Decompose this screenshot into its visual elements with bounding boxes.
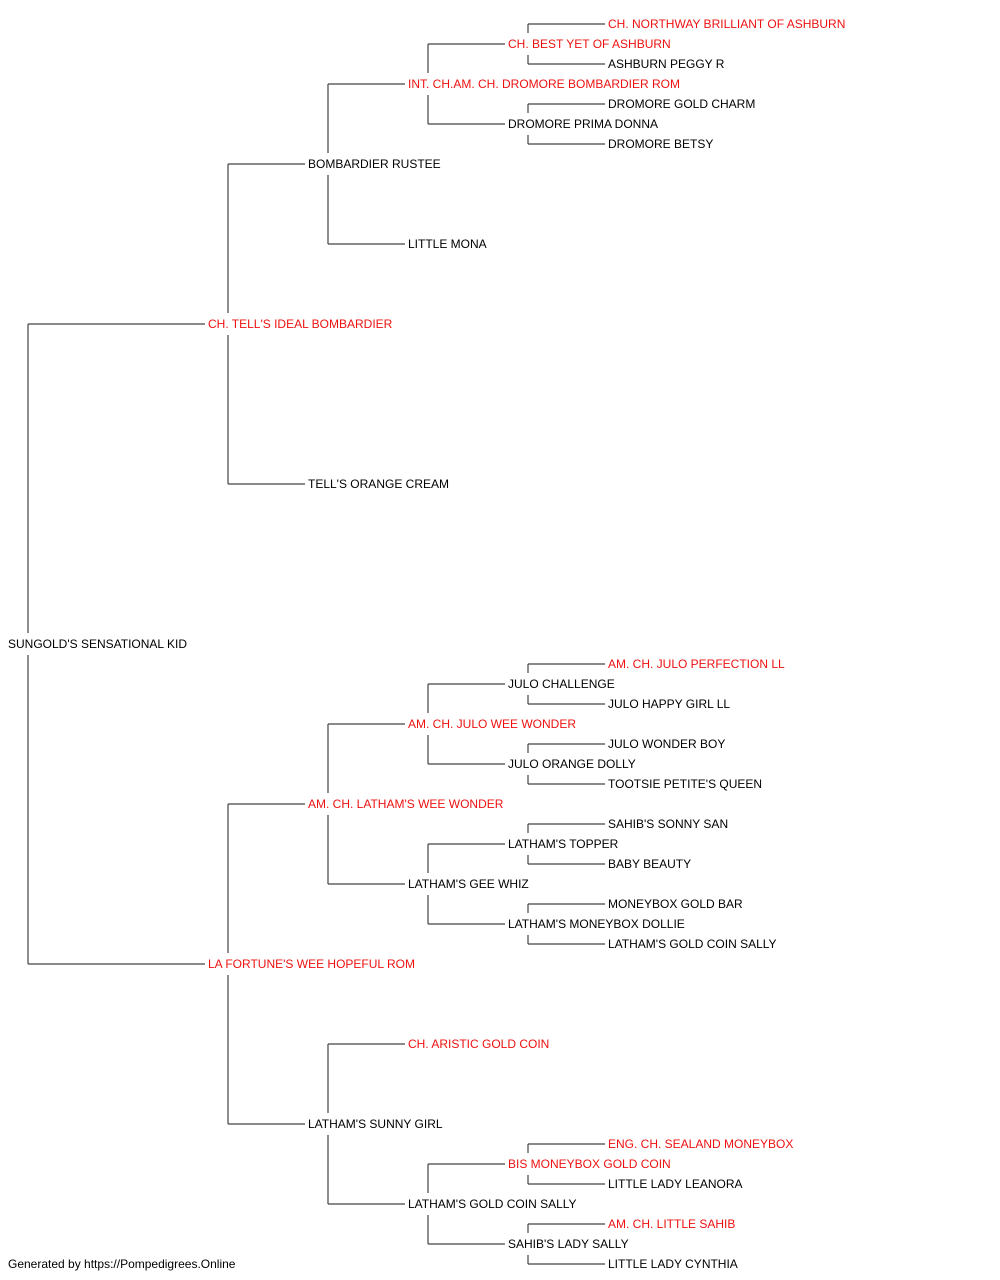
dog-name-dam-dam-dam-sire-dam: LITTLE LADY LEANORA — [608, 1177, 743, 1191]
dog-name-dam-sire-sire-sire: JULO CHALLENGE — [508, 677, 615, 691]
dog-name-dam-sire-dam-sire-dam: BABY BEAUTY — [608, 857, 692, 871]
dog-name-dam: LA FORTUNE'S WEE HOPEFUL ROM — [208, 957, 415, 971]
dog-name-sire-sire-sire-dam-sire: DROMORE GOLD CHARM — [608, 97, 756, 111]
dog-name-sire-sire-sire-dam-dam: DROMORE BETSY — [608, 137, 714, 151]
dog-name-sire-sire-dam: LITTLE MONA — [408, 237, 487, 251]
dog-name-sire-sire-sire-sire-dam: ASHBURN PEGGY R — [608, 57, 725, 71]
dog-name-dam-sire-dam-sire: LATHAM'S TOPPER — [508, 837, 619, 851]
dog-name-dam-dam-dam-dam-sire: AM. CH. LITTLE SAHIB — [608, 1217, 736, 1231]
dog-name-dam-sire-dam-dam-dam: LATHAM'S GOLD COIN SALLY — [608, 937, 777, 951]
dog-name-dam-sire-sire-sire-dam: JULO HAPPY GIRL LL — [608, 697, 731, 711]
dog-name-dam-sire-sire: AM. CH. JULO WEE WONDER — [408, 717, 577, 731]
dog-name-sire-sire-sire-sire-sire: CH. NORTHWAY BRILLIANT OF ASHBURN — [608, 17, 846, 31]
dog-name-dam-dam: LATHAM'S SUNNY GIRL — [308, 1117, 443, 1131]
dog-name-dam-sire-dam: LATHAM'S GEE WHIZ — [408, 877, 529, 891]
dog-name-dam-sire-sire-dam-sire: JULO WONDER BOY — [608, 737, 726, 751]
dog-name-sire-dam: TELL'S ORANGE CREAM — [308, 477, 449, 491]
dog-name-sire-sire-sire: INT. CH.AM. CH. DROMORE BOMBARDIER ROM — [408, 77, 681, 91]
dog-name-dam-dam-dam-sire: BIS MONEYBOX GOLD COIN — [508, 1157, 671, 1171]
dog-name-dam-sire-dam-dam-sire: MONEYBOX GOLD BAR — [608, 897, 743, 911]
dog-name-dam-sire: AM. CH. LATHAM'S WEE WONDER — [308, 797, 504, 811]
dog-name-subject: SUNGOLD'S SENSATIONAL KID — [8, 637, 187, 651]
generated-by-footer: Generated by https://Pompedigrees.Online — [8, 1257, 236, 1271]
dog-name-sire-sire-sire-sire: CH. BEST YET OF ASHBURN — [508, 37, 671, 51]
dog-name-dam-sire-sire-dam-dam: TOOTSIE PETITE'S QUEEN — [608, 777, 763, 791]
dog-name-dam-sire-sire-sire-sire: AM. CH. JULO PERFECTION LL — [608, 657, 785, 671]
dog-name-dam-sire-dam-dam: LATHAM'S MONEYBOX DOLLIE — [508, 917, 685, 931]
dog-name-dam-dam-dam: LATHAM'S GOLD COIN SALLY — [408, 1197, 577, 1211]
dog-name-dam-dam-dam-dam: SAHIB'S LADY SALLY — [508, 1237, 629, 1251]
dog-name-dam-sire-dam-sire-sire: SAHIB'S SONNY SAN — [608, 817, 729, 831]
dog-name-dam-dam-sire: CH. ARISTIC GOLD COIN — [408, 1037, 550, 1051]
dog-name-dam-dam-dam-sire-sire: ENG. CH. SEALAND MONEYBOX — [608, 1137, 794, 1151]
dog-name-sire: CH. TELL'S IDEAL BOMBARDIER — [208, 317, 393, 331]
dog-name-sire-sire-sire-dam: DROMORE PRIMA DONNA — [508, 117, 659, 131]
dog-name-dam-sire-sire-dam: JULO ORANGE DOLLY — [508, 757, 636, 771]
dog-name-dam-dam-dam-dam-dam: LITTLE LADY CYNTHIA — [608, 1257, 738, 1271]
dog-name-sire-sire: BOMBARDIER RUSTEE — [308, 157, 441, 171]
